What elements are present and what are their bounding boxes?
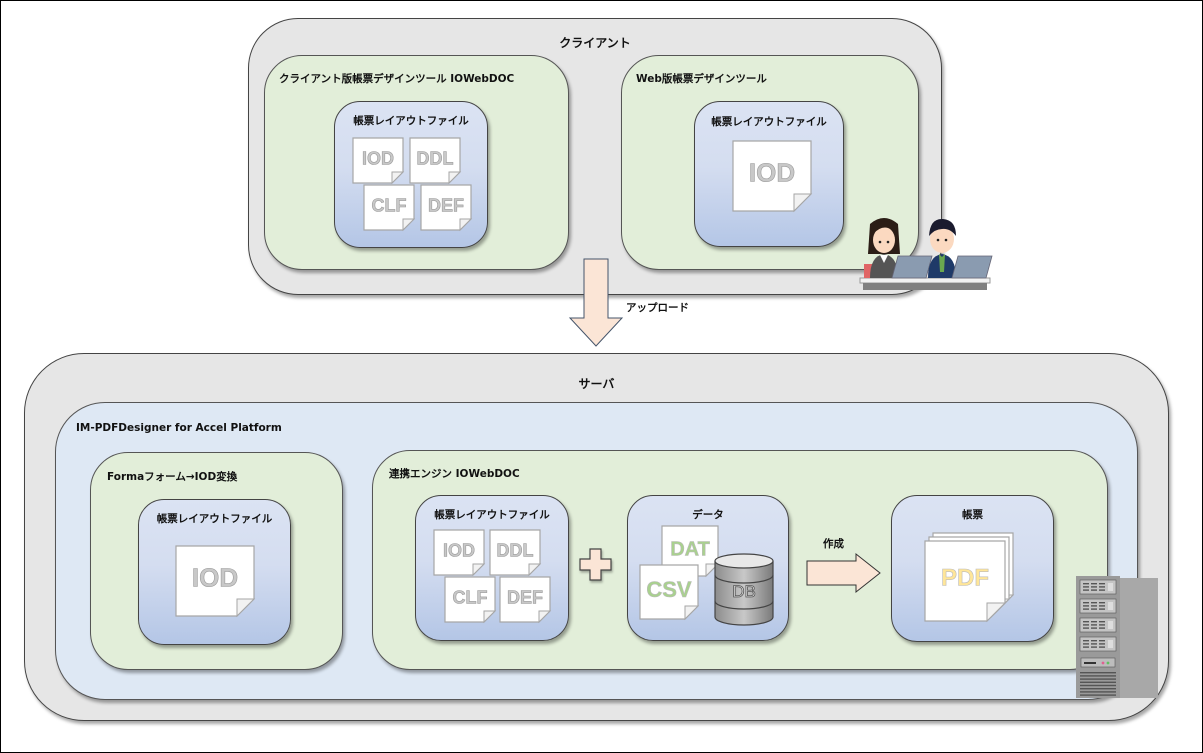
create-arrow-icon — [806, 552, 881, 594]
file-icon-def: DEF — [499, 576, 560, 632]
file-type-label: CLF — [453, 588, 488, 608]
web-layout-files-title: 帳票レイアウトファイル — [711, 116, 827, 128]
file-icon-ddl: DDL — [409, 137, 470, 193]
file-type-label: DDL — [417, 149, 454, 169]
file-type-label: DEF — [507, 588, 543, 608]
client-title: クライアント — [559, 36, 631, 50]
file-type-label: IOD — [443, 541, 475, 561]
file-type-label: IOD — [362, 149, 394, 169]
platform-title: IM-PDFDesigner for Accel Platform — [76, 422, 282, 434]
file-icon-clf: CLF — [444, 576, 505, 632]
file-type-label: DEF — [428, 196, 464, 216]
file-icon-dat: DAT — [661, 525, 728, 586]
file-type-label: CSV — [646, 577, 692, 602]
file-icon-def: DEF — [420, 184, 481, 240]
upload-arrow-icon — [568, 258, 624, 347]
file-type-label: DDL — [497, 541, 534, 561]
file-icon-iod: IOD — [175, 545, 264, 626]
file-icon-csv: CSV — [639, 564, 708, 629]
forma-title: Formaフォーム→IOD変換 — [107, 471, 238, 483]
file-icon-iod: IOD — [352, 137, 413, 193]
file-type-label: PDF — [941, 564, 989, 591]
desktop-layout-files-title: 帳票レイアウトファイル — [353, 115, 469, 127]
file-icon-pdf: PDF — [924, 532, 1015, 623]
users-illustration — [859, 218, 993, 290]
plus-icon — [579, 548, 612, 581]
file-type-label: DAT — [670, 539, 710, 561]
report-title: 帳票 — [962, 509, 983, 521]
file-type-label: IOD — [192, 563, 238, 593]
server-title: サーバ — [578, 377, 615, 391]
file-icon-ddl: DDL — [489, 529, 550, 585]
web-tool-title: Web版帳票デザインツール — [636, 73, 767, 85]
engine-layout-files-title: 帳票レイアウトファイル — [434, 509, 550, 521]
female-user-icon — [864, 218, 900, 278]
server-rack-icon — [1076, 576, 1158, 698]
upload-label: アップロード — [626, 302, 689, 314]
db-label: DB — [732, 582, 756, 601]
file-type-label: CLF — [372, 196, 407, 216]
forma-layout-files-title: 帳票レイアウトファイル — [156, 513, 273, 525]
file-icon-iod: IOD — [732, 140, 821, 221]
database-icon: DB — [714, 553, 774, 626]
file-type-label: IOD — [749, 158, 795, 188]
desktop-tool-title: クライアント版帳票デザインツール IOWebDOC — [279, 73, 515, 85]
file-icon-iod: IOD — [433, 529, 494, 585]
male-user-icon — [928, 218, 956, 278]
engine-title: 連携エンジン IOWebDOC — [389, 468, 520, 480]
data-title: データ — [692, 509, 724, 521]
create-label: 作成 — [823, 538, 844, 550]
file-icon-clf: CLF — [363, 184, 424, 240]
